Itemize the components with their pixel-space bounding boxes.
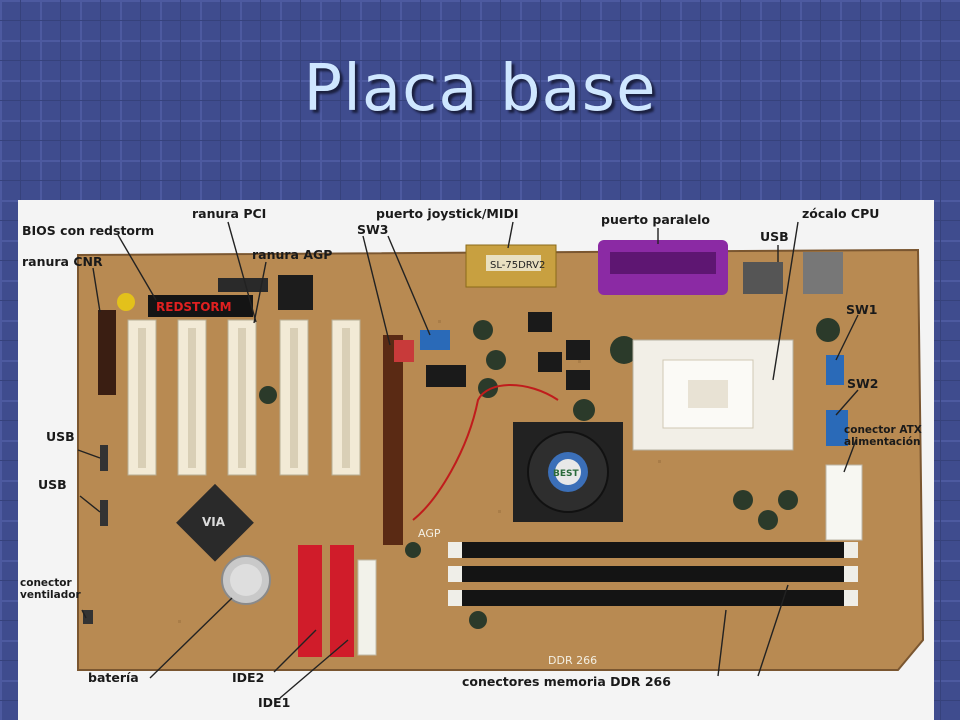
- sw3-switch: [420, 330, 450, 350]
- redstorm-logo: REDSTORM: [156, 300, 232, 314]
- ddr-silk: DDR 266: [548, 654, 597, 667]
- sw1-switch: [826, 355, 844, 385]
- label-sw2: SW2: [847, 376, 879, 391]
- via-chipset: [176, 483, 254, 562]
- cnr-slot: [98, 310, 116, 395]
- label-ranura-cnr: ranura CNR: [22, 254, 103, 269]
- label-ranura-agp: ranura AGP: [252, 247, 332, 262]
- label-atx-1: conector ATX: [844, 424, 922, 436]
- agp-silk: AGP: [418, 527, 441, 540]
- label-usb-left-1: USB: [46, 429, 75, 444]
- label-usb-top: USB: [760, 229, 789, 244]
- label-vent-1: conector: [20, 577, 72, 589]
- label-paralelo: puerto paralelo: [601, 212, 710, 227]
- label-joystick: puerto joystick/MIDI: [376, 206, 519, 221]
- label-ide1: IDE1: [258, 695, 290, 710]
- label-bateria: batería: [88, 670, 139, 685]
- via-logo: VIA: [202, 515, 226, 529]
- ide1-connector: [298, 545, 322, 657]
- label-bios: BIOS con redstorm: [22, 223, 154, 238]
- cpu-socket: [632, 339, 794, 451]
- pointer-lines: [77, 221, 859, 699]
- usb-port-top: [743, 262, 783, 294]
- label-usb-left-2: USB: [38, 477, 67, 492]
- motherboard-photo: AGP REDSTORM SL-75DRV2 BEST: [18, 200, 934, 720]
- slide-title: Placa base: [303, 52, 657, 126]
- agp-slot: [383, 335, 403, 545]
- joystick-chip-label: SL-75DRV2: [490, 260, 545, 271]
- label-sw1: SW1: [846, 302, 878, 317]
- bios-chip: [148, 295, 253, 317]
- dimm-slots: [448, 542, 858, 606]
- label-ide2: IDE2: [232, 670, 264, 685]
- label-zocalo-cpu: zócalo CPU: [802, 206, 879, 221]
- sw2-switch: [826, 410, 848, 446]
- label-atx-2: alimentación: [844, 436, 920, 448]
- atx-connector: [825, 464, 863, 541]
- label-memoria: conectores memoria DDR 266: [462, 674, 671, 689]
- label-ranura-pci: ranura PCI: [192, 206, 266, 221]
- fan-logo: BEST: [553, 469, 579, 479]
- label-sw3: SW3: [357, 222, 389, 237]
- ide2-connector: [330, 545, 354, 657]
- label-vent-2: ventilador: [20, 589, 81, 601]
